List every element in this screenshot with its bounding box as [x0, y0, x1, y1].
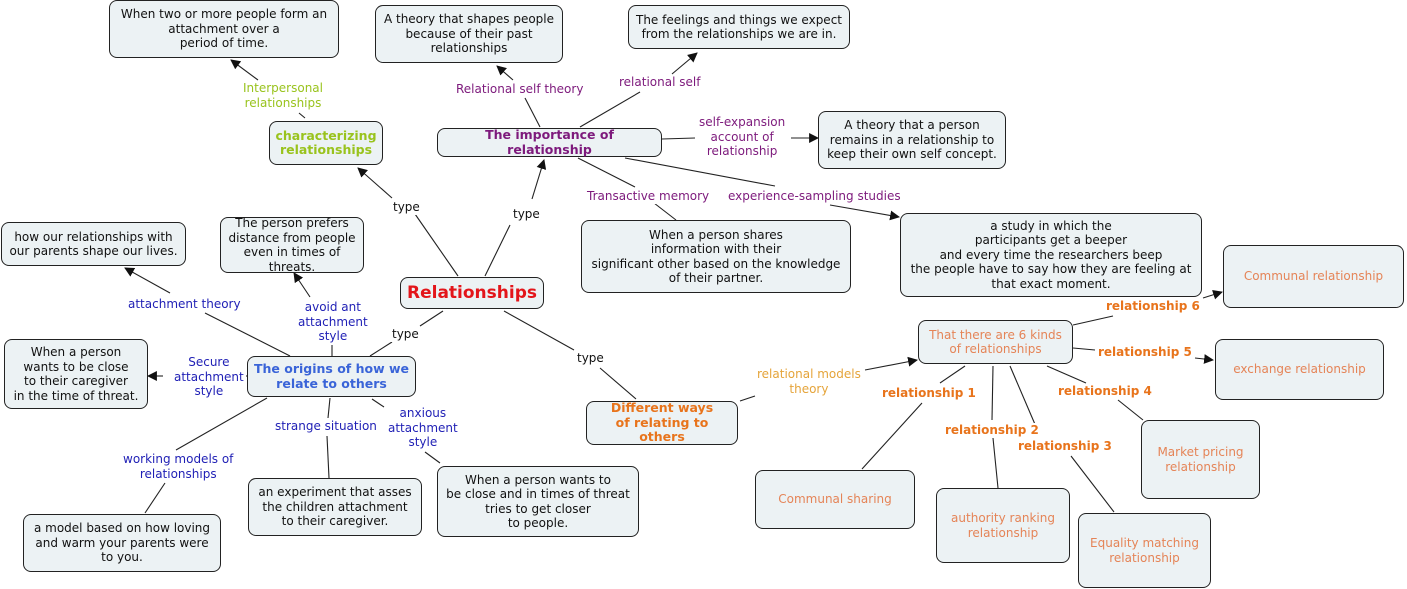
node-working-models-definition[interactable]: a model based on how loving and warm you…: [23, 514, 221, 572]
edge-root-type1: [414, 213, 459, 277]
edge-root-type3: [419, 310, 444, 327]
edge-kinds-rel2: [991, 365, 994, 421]
node-six-kinds-of-relationships[interactable]: That there are 6 kinds of relationships: [918, 320, 1073, 364]
link-label-relationship-2: relationship 2: [943, 423, 1041, 438]
edge-kinds-rel4: [1046, 365, 1087, 384]
link-label-transactive-memory: Transactive memory: [585, 189, 712, 204]
node-strange-situation-definition[interactable]: an experiment that asses the children at…: [248, 478, 422, 536]
edge-root-type4: [503, 310, 575, 351]
edge-different-rmt: [739, 395, 756, 402]
node-experience-sampling-definition[interactable]: a study in which the participants get a …: [900, 213, 1202, 297]
edge-rmt-kinds: [864, 356, 918, 371]
node-interpersonal-definition[interactable]: When two or more people form an attachme…: [109, 0, 339, 58]
node-authority-ranking-relationship[interactable]: authority ranking relationship: [936, 488, 1070, 563]
edge-ss-def: [326, 435, 330, 479]
node-equality-matching-relationship[interactable]: Equality matching relationship: [1078, 513, 1211, 588]
link-label-relational-self: relational self: [617, 75, 703, 90]
link-label-relational-models-theory: relational models theory: [755, 367, 863, 396]
link-label-avoidant-attachment-style: avoid ant attachment style: [296, 300, 370, 344]
edge-rst-def: [496, 65, 514, 81]
node-relational-self-theory-definition[interactable]: A theory that shapes people because of t…: [375, 5, 563, 63]
link-label-experience-sampling: experience-sampling studies: [726, 189, 903, 204]
edge-importance-rs: [579, 91, 641, 128]
node-self-expansion-definition[interactable]: A theory that a person remains in a rela…: [818, 111, 1006, 169]
node-relationships[interactable]: Relationships: [400, 277, 544, 309]
edge-rs-def: [671, 52, 698, 75]
edge-importance-se: [661, 137, 696, 140]
edge-origins-ss: [327, 397, 331, 419]
edge-origins-wm: [175, 397, 268, 451]
node-importance-of-relationship[interactable]: The importance of relationship: [437, 127, 662, 157]
edge-rel4-market: [1117, 399, 1144, 421]
link-label-working-models: working models of relationships: [121, 452, 236, 481]
node-attachment-theory-definition[interactable]: how our relationships with our parents s…: [1, 222, 186, 266]
node-characterizing-relationships[interactable]: characterizing relationships: [269, 121, 383, 165]
edge-kinds-rel5: [1072, 347, 1096, 351]
node-origins-of-how-we-relate[interactable]: The origins of how we relate to others: [247, 356, 416, 397]
link-label-attachment-theory: attachment theory: [126, 297, 243, 312]
edge-type3-origins: [369, 341, 393, 357]
link-label-type-importance: type: [511, 207, 542, 222]
edge-origins-at: [204, 312, 291, 357]
edge-importance-tm: [577, 157, 636, 188]
edge-type2-importance: [531, 159, 547, 200]
edge-kinds-rel6: [1072, 315, 1114, 326]
node-transactive-memory-definition[interactable]: When a person shares information with th…: [581, 220, 851, 293]
link-label-type-characterizing: type: [391, 200, 422, 215]
node-communal-sharing[interactable]: Communal sharing: [755, 470, 915, 529]
node-avoidant-definition[interactable]: The person prefers distance from people …: [220, 216, 364, 274]
link-label-secure-attachment-style: Secure attachment style: [172, 355, 246, 399]
link-label-relationship-6: relationship 6: [1104, 299, 1202, 314]
node-secure-definition[interactable]: When a person wants to be close to their…: [4, 339, 148, 409]
node-communal-relationship[interactable]: Communal relationship: [1223, 245, 1404, 308]
link-label-type-different: type: [575, 351, 606, 366]
link-label-self-expansion: self-expansion account of relationship: [697, 115, 788, 159]
node-anxious-definition[interactable]: When a person wants to be close and in t…: [437, 466, 639, 537]
edge-interpersonal-def: [230, 59, 259, 81]
edge-wm-def: [144, 482, 166, 514]
link-label-relationship-4: relationship 4: [1056, 384, 1154, 399]
link-label-relationship-1: relationship 1: [880, 386, 978, 401]
edge-importance-es: [624, 157, 776, 187]
node-exchange-relationship[interactable]: exchange relationship: [1215, 339, 1384, 400]
edge-tm-def: [653, 202, 677, 221]
edge-root-type2: [484, 224, 511, 277]
edge-rel6-communal: [1202, 289, 1223, 300]
node-market-pricing-relationship[interactable]: Market pricing relationship: [1141, 420, 1260, 499]
edge-av-def: [293, 272, 311, 298]
link-label-type-origins: type: [390, 327, 421, 342]
edge-rel3-equality: [1070, 455, 1115, 513]
node-different-ways-of-relating[interactable]: Different ways of relating to others: [586, 401, 738, 445]
edge-rel1-communal-sharing: [861, 402, 923, 470]
link-label-interpersonal-relationships: Interpersonal relationships: [241, 81, 325, 110]
link-label-relationship-3: relationship 3: [1016, 439, 1114, 454]
link-label-anxious-attachment-style: anxious attachment style: [386, 406, 460, 450]
link-label-strange-situation: strange situation: [273, 419, 379, 434]
edge-characterizing-interpersonal: [298, 112, 306, 119]
edge-es-def: [829, 204, 900, 221]
link-label-relational-self-theory: Relational self theory: [454, 82, 586, 97]
node-relational-self-definition[interactable]: The feelings and things we expect from t…: [628, 5, 850, 49]
link-label-relationship-5: relationship 5: [1096, 345, 1194, 360]
edge-at-def: [124, 267, 171, 294]
edge-anx-def: [424, 451, 441, 464]
edge-rel5-exchange: [1194, 354, 1214, 364]
edge-kinds-rel1: [939, 365, 966, 384]
edge-type1-characterizing: [357, 167, 393, 199]
edge-origins-anx: [371, 398, 385, 408]
edge-rel2-authority: [992, 437, 999, 489]
edge-type4-different: [599, 367, 637, 400]
edge-importance-rst: [524, 97, 541, 128]
